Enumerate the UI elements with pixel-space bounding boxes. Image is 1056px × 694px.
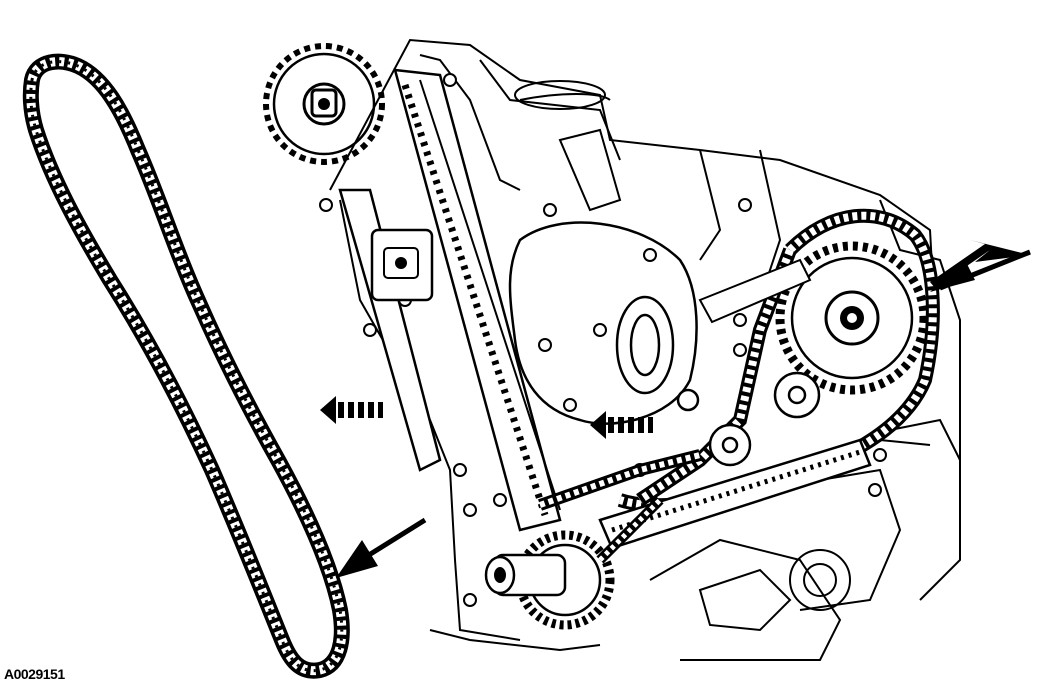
figure-id-label: A0029151 xyxy=(4,666,65,682)
left-camshaft-sprocket-icon xyxy=(263,43,385,165)
removal-direction-arrow-icon xyxy=(320,396,383,424)
front-cover-bolt-icon xyxy=(319,73,887,607)
oil-pump-housing-icon xyxy=(508,221,698,425)
engine-block-icon xyxy=(329,38,961,661)
right-camshaft-sprocket-icon xyxy=(775,241,929,395)
right-chain-guide-icon xyxy=(598,258,872,550)
left-tensioner-arm-icon xyxy=(338,188,442,472)
removal-direction-arrow-icon xyxy=(590,411,653,439)
lower-chain-segment-icon xyxy=(538,449,702,564)
idler-pulley-icon xyxy=(676,371,821,467)
callout-arrow-icon xyxy=(930,240,1031,292)
loose-timing-chain-icon xyxy=(22,53,350,679)
callout-arrow-icon xyxy=(336,517,427,578)
left-chain-guide-icon xyxy=(393,68,562,532)
crankshaft-sprocket-icon xyxy=(484,530,615,630)
